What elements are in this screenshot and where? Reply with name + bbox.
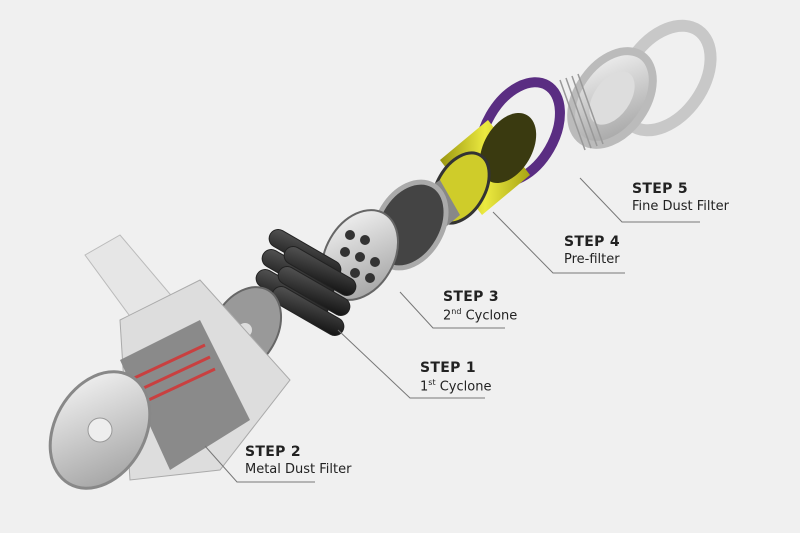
step-title: STEP 2 xyxy=(245,444,301,460)
label-step-4: STEP 4 Pre-filter xyxy=(564,234,620,268)
motor-body xyxy=(48,234,291,490)
step-title: STEP 3 xyxy=(443,289,499,305)
ordinal: 2 xyxy=(443,307,452,323)
label-step-2: STEP 2 Metal Dust Filter xyxy=(245,444,351,478)
first-cyclone xyxy=(255,229,357,336)
step-title: STEP 4 xyxy=(564,234,620,250)
prefilter xyxy=(431,112,537,225)
ordinal: 1 xyxy=(420,378,429,394)
step-desc: Cyclone xyxy=(439,378,492,394)
leader-lines xyxy=(204,177,700,483)
label-step-5: STEP 5 Fine Dust Filter xyxy=(632,181,729,215)
step-title: STEP 1 xyxy=(420,360,476,376)
ordinal-suffix: nd xyxy=(451,306,462,316)
label-step-1: STEP 1 1st Cyclone xyxy=(420,360,491,395)
step-desc: Pre-filter xyxy=(564,251,620,267)
step-desc: Metal Dust Filter xyxy=(245,461,352,477)
step-desc: Fine Dust Filter xyxy=(632,198,729,214)
ordinal-suffix: st xyxy=(428,377,436,387)
label-step-3: STEP 3 2nd Cyclone xyxy=(443,289,517,324)
step-desc: Cyclone xyxy=(465,307,518,323)
fine-dust-filter xyxy=(559,19,717,151)
step-title: STEP 5 xyxy=(632,181,688,197)
